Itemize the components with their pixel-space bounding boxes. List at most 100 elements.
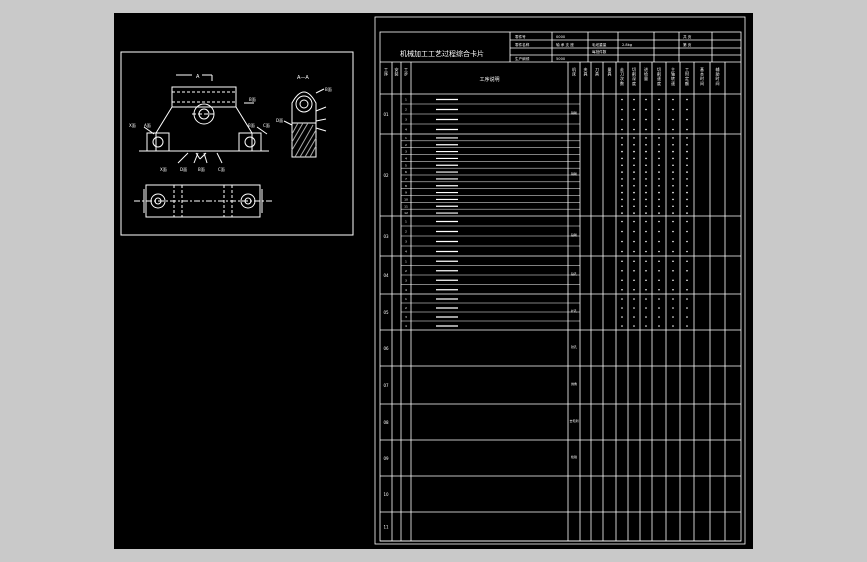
drawing-canvas: A bbox=[120, 16, 746, 545]
parameter-value bbox=[633, 157, 635, 160]
machine-note: 检验 bbox=[571, 454, 577, 459]
step-number: 8 bbox=[405, 184, 407, 188]
card-title: 机械加工工艺过程综合卡片 bbox=[400, 49, 484, 58]
part-drawing-sheet: A bbox=[120, 51, 354, 236]
column-header: 切削速度 bbox=[657, 66, 661, 86]
step-number: 3 bbox=[405, 315, 407, 319]
parameter-value bbox=[645, 191, 647, 194]
parameter-value bbox=[645, 128, 647, 131]
drawing-viewport[interactable]: A bbox=[114, 13, 753, 549]
machine-note: 钻孔 bbox=[571, 271, 577, 276]
step-number: 12 bbox=[404, 211, 408, 215]
parameter-value bbox=[633, 128, 635, 131]
parameter-value bbox=[645, 325, 647, 327]
parameter-value bbox=[621, 279, 623, 282]
parameter-value bbox=[633, 143, 635, 146]
parameter-value bbox=[645, 316, 647, 318]
machine-note: 去毛刺 bbox=[569, 418, 578, 423]
machine-note: 钻削 bbox=[571, 232, 577, 237]
step-number: 3 bbox=[405, 150, 407, 154]
callout-label: B面 bbox=[198, 167, 205, 172]
callout-label: X面 bbox=[129, 123, 136, 128]
parameter-value bbox=[658, 184, 660, 187]
parameter-value bbox=[633, 240, 635, 243]
parameter-value bbox=[633, 171, 635, 173]
parameter-value bbox=[621, 198, 623, 201]
parameter-value bbox=[633, 178, 635, 180]
parameter-value bbox=[672, 205, 674, 208]
parameter-value bbox=[633, 269, 635, 272]
column-header: 辅助时间 bbox=[716, 66, 720, 86]
parameter-value bbox=[672, 164, 674, 167]
parameter-value bbox=[621, 157, 623, 160]
parameter-value bbox=[672, 250, 674, 253]
parameter-value bbox=[621, 298, 623, 300]
parameter-value bbox=[621, 250, 623, 253]
parameter-value bbox=[672, 269, 674, 272]
parameter-value bbox=[686, 108, 688, 111]
header-value: 5000 bbox=[556, 57, 566, 61]
parameter-value bbox=[633, 150, 635, 153]
process-number: 02 bbox=[383, 173, 389, 178]
parameter-value bbox=[633, 98, 635, 101]
header-right: 第 页 bbox=[683, 42, 692, 47]
parameter-value bbox=[686, 316, 688, 318]
step-number: 2 bbox=[405, 306, 407, 310]
column-header: 量具 bbox=[608, 66, 612, 77]
step-number: 3 bbox=[405, 278, 407, 282]
parameter-value bbox=[686, 298, 688, 300]
parameter-value bbox=[658, 171, 660, 173]
machine-note: 铰孔 bbox=[571, 344, 577, 349]
process-number: 06 bbox=[383, 346, 389, 351]
parameter-value bbox=[658, 279, 660, 282]
parameter-value bbox=[621, 98, 623, 101]
parameter-value bbox=[672, 143, 674, 146]
parameter-value bbox=[686, 307, 688, 309]
parameter-value bbox=[658, 230, 660, 233]
column-header: 主轴转速 bbox=[671, 66, 675, 86]
step-number: 4 bbox=[405, 156, 407, 160]
parameter-value bbox=[658, 250, 660, 253]
header-right: 共 页 bbox=[683, 34, 692, 39]
header-label: 零件名称 bbox=[515, 42, 530, 47]
parameter-value bbox=[686, 191, 688, 194]
parameter-value bbox=[672, 128, 674, 131]
column-header: 基本时间 bbox=[700, 66, 704, 86]
parameter-value bbox=[645, 184, 647, 187]
column-header: 工序说明 bbox=[479, 76, 499, 83]
parameter-value bbox=[658, 118, 660, 121]
parameter-value bbox=[621, 143, 623, 146]
parameter-value bbox=[686, 230, 688, 233]
parameter-value bbox=[621, 269, 623, 272]
parameter-value bbox=[658, 212, 660, 214]
parameter-value bbox=[686, 240, 688, 243]
parameter-value bbox=[621, 316, 623, 318]
parameter-value bbox=[672, 288, 674, 291]
process-table-body: 0102030405060708091011123412345678910111… bbox=[380, 98, 741, 542]
parameter-value bbox=[645, 143, 647, 146]
parameter-value bbox=[672, 298, 674, 300]
parameter-value bbox=[645, 198, 647, 201]
step-number: 4 bbox=[405, 250, 407, 254]
callout-label: B面 bbox=[325, 87, 332, 92]
parameter-value bbox=[658, 260, 660, 263]
callout-label: D面 bbox=[276, 118, 283, 123]
parameter-value bbox=[672, 184, 674, 187]
parameter-value bbox=[621, 288, 623, 291]
parameter-value bbox=[645, 298, 647, 300]
parameter-value bbox=[621, 205, 623, 208]
parameter-value bbox=[658, 157, 660, 160]
parameter-value bbox=[686, 250, 688, 253]
parameter-value bbox=[645, 240, 647, 243]
parameter-value bbox=[686, 269, 688, 272]
parameter-value bbox=[686, 260, 688, 263]
step-number: 1 bbox=[405, 297, 407, 301]
header-value: 0000 bbox=[556, 35, 566, 39]
parameter-value bbox=[686, 205, 688, 208]
callout-label: C面 bbox=[218, 167, 225, 172]
parameter-value bbox=[621, 128, 623, 131]
process-number: 09 bbox=[383, 456, 389, 461]
callout-labels: B面 X面 A面 B面 C面 X面 D面 B面 C面 B面 D面 bbox=[129, 87, 332, 172]
parameter-value bbox=[658, 288, 660, 291]
step-number: 4 bbox=[405, 288, 407, 292]
